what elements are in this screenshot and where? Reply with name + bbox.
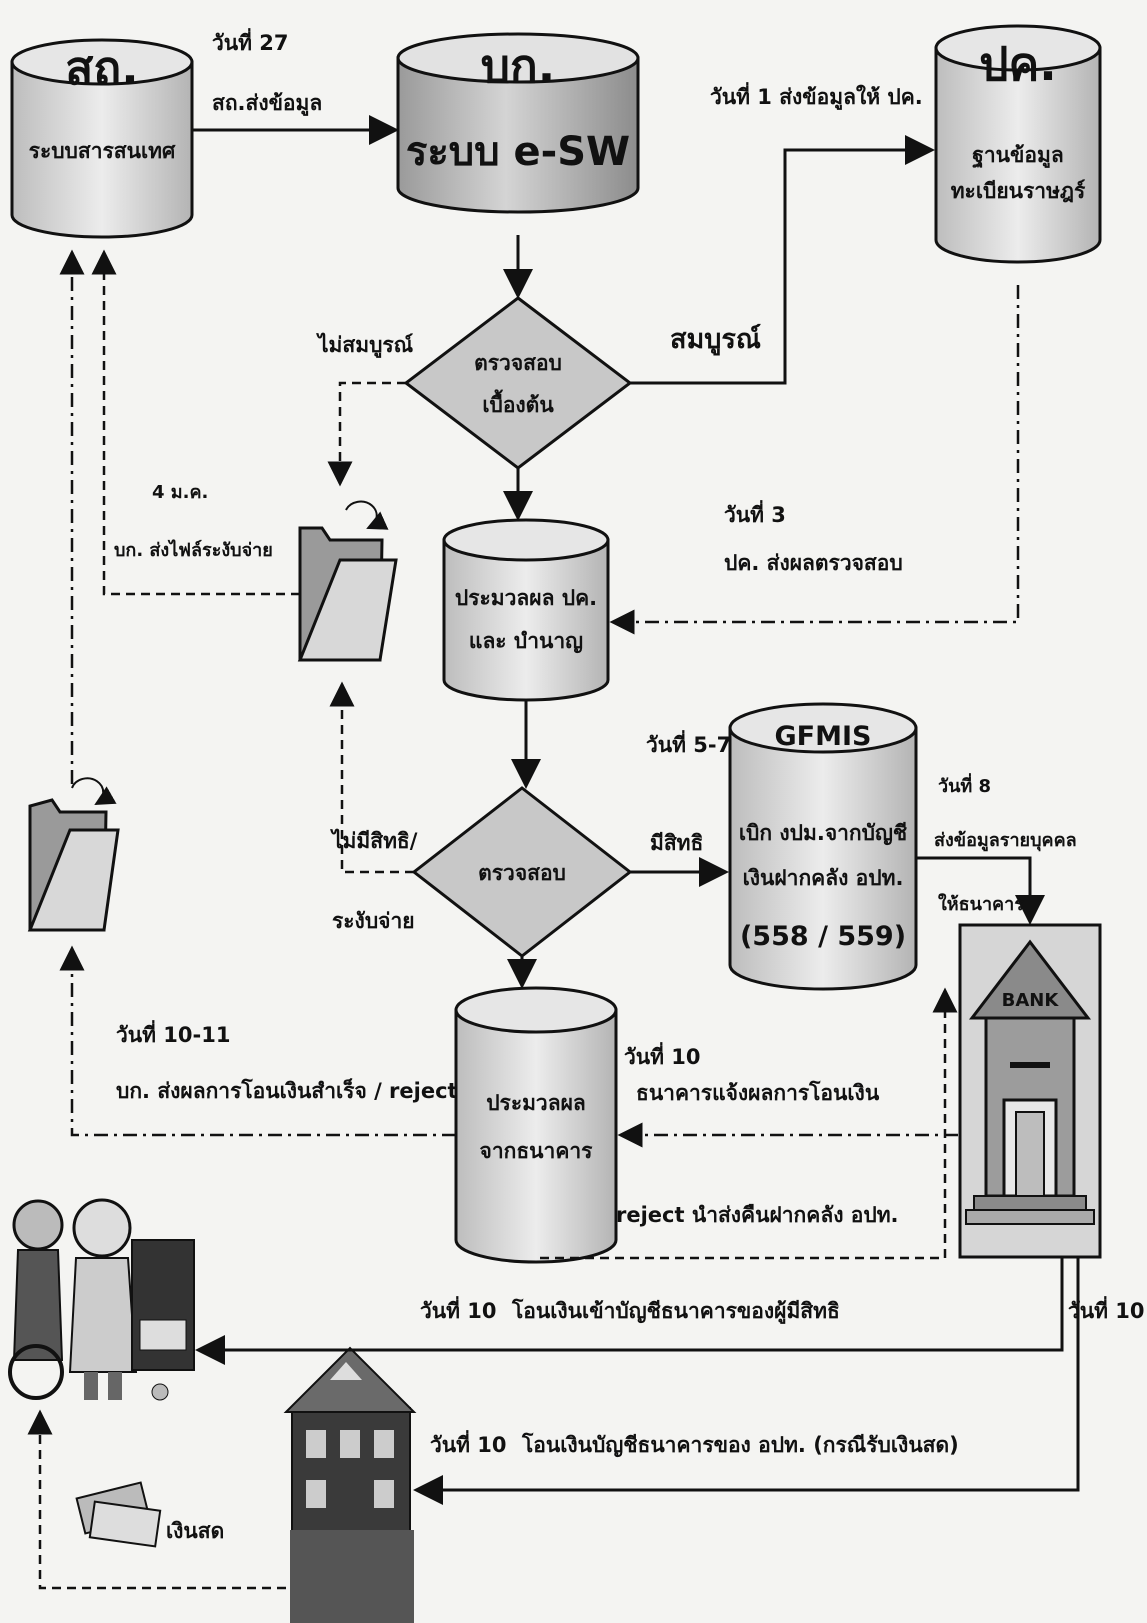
edge-to-bank-line2: ส่งข้อมูลรายบุคคล	[934, 830, 1077, 852]
local-office-icon	[283, 1346, 417, 1623]
edge-eligible-label: มีสิทธิ	[650, 831, 703, 855]
gfmis-line1: เบิก งปม.จากบัญชี	[739, 821, 907, 846]
edge-incomplete	[327, 381, 406, 487]
bk-label: ระบบ e-SW	[406, 129, 630, 175]
edge-to-bank-line1: วันที่ 8	[938, 773, 991, 797]
edge-reject-label: reject นำส่งคืนฝากคลัง อปท.	[616, 1203, 899, 1227]
bank-sign: BANK	[1002, 990, 1060, 1011]
bank-icon: BANK	[958, 923, 1102, 1259]
bk-title: บก.	[481, 39, 556, 93]
cylinder-process2: ประมวลผล จากธนาคาร	[454, 986, 618, 1264]
edge-not-eligible-line1: ไม่มีสิทธิ/	[330, 828, 418, 853]
edge-complete	[630, 135, 935, 385]
gfmis-line3: (558 / 559)	[740, 921, 906, 952]
edge-bank-notify-line2: ธนาคารแจ้งผลการโอนเงิน	[636, 1080, 880, 1105]
edge-pk-result-line2: ปค. ส่งผลตรวจสอบ	[724, 551, 903, 575]
edge-transfer-result-line2: บก. ส่งผลการโอนเงินสำเร็จ / reject	[116, 1077, 458, 1103]
edge-beneficiary-date: วันที่ 10	[420, 1295, 497, 1323]
cylinder-process1: ประมวลผล ปค. และ บำนาญ	[442, 518, 610, 702]
cylinder-bk: บก. ระบบ e-SW	[396, 32, 640, 214]
connectors	[27, 115, 1080, 1590]
edge-local-text: โอนเงินบัญชีธนาคารของ อปท. (กรณีรับเงินส…	[521, 1432, 959, 1458]
check1-line1: ตรวจสอบ	[474, 351, 562, 375]
cylinder-sd: สถ. ระบบสารสนเทศ	[10, 38, 194, 239]
edge-transfer-result-line1: วันที่ 10-11	[116, 1019, 230, 1047]
edge-bank-day: วันที่ 10	[1068, 1295, 1145, 1323]
edge-complete-label: สมบูรณ์	[670, 323, 761, 356]
check1-line2: เบื้องต้น	[482, 389, 554, 417]
gfmis-title: GFMIS	[775, 721, 872, 752]
cylinder-gfmis: GFMIS เบิก งปม.จากบัญชี เงินฝากคลัง อปท.…	[728, 702, 918, 991]
edge-sd-bk-line2: สถ.ส่งข้อมูล	[212, 91, 322, 117]
folder-result-icon	[27, 777, 120, 932]
edge-suspend-line1: 4 ม.ค.	[152, 482, 208, 503]
edge-not-eligible-line2: ระงับจ่าย	[332, 909, 415, 933]
check2-label: ตรวจสอบ	[478, 861, 566, 885]
sd-label: ระบบสารสนเทศ	[29, 139, 176, 163]
beneficiaries-icon	[8, 1198, 195, 1401]
edge-to-bank-line3: ให้ธนาคาร	[938, 893, 1024, 915]
edge-cash	[27, 1409, 286, 1590]
pk-label-line2: ทะเบียนราษฎร์	[951, 179, 1086, 203]
sd-title: สถ.	[65, 41, 138, 95]
diamond-check2: ตรวจสอบ	[411, 786, 633, 958]
cash-icon	[75, 1481, 162, 1548]
pk-title: ปค.	[979, 37, 1056, 91]
edge-bank-notify-line1: วันที่ 10	[624, 1041, 701, 1069]
folder-suspend-icon	[297, 500, 398, 662]
edge-pk-result-line1: วันที่ 3	[724, 499, 786, 527]
diamond-check1: ตรวจสอบ เบื้องต้น	[403, 296, 633, 470]
edge-bk-pk-label: วันที่ 1 ส่งข้อมูลให้ ปค.	[710, 81, 923, 111]
edge-transfer-local	[413, 1257, 1080, 1505]
edge-not-eligible	[329, 681, 414, 874]
edge-to-bank	[916, 856, 1045, 925]
gfmis-line2: เงินฝากคลัง อปท.	[743, 866, 904, 890]
process2-line2: จากธนาคาร	[480, 1139, 594, 1163]
edge-cash-label: เงินสด	[166, 1519, 224, 1543]
edge-sd-bk-line1: วันที่ 27	[212, 27, 289, 55]
process1-line1: ประมวลผล ปค.	[455, 586, 597, 610]
cylinder-pk: ปค. ฐานข้อมูล ทะเบียนราษฎร์	[934, 24, 1102, 264]
edge-transfer-result	[59, 945, 456, 1137]
edge-transfer-beneficiary	[195, 1257, 1064, 1365]
edge-suspend-line2: บก. ส่งไฟล์ระงับจ่าย	[114, 539, 273, 561]
edge-beneficiary-text: โอนเงินเข้าบัญชีธนาคารของผู้มีสิทธิ	[511, 1298, 840, 1325]
edge-suspend-file	[91, 249, 300, 596]
edge-local-date: วันที่ 10	[430, 1429, 507, 1457]
edge-gfmis-date: วันที่ 5-7	[646, 729, 731, 757]
edge-reject-return	[540, 987, 958, 1260]
process1-line2: และ บำนาญ	[469, 629, 583, 654]
process2-line1: ประมวลผล	[486, 1091, 586, 1115]
pk-label-line1: ฐานข้อมูล	[972, 143, 1063, 169]
edge-incomplete-label: ไม่สมบูรณ์	[316, 332, 414, 359]
